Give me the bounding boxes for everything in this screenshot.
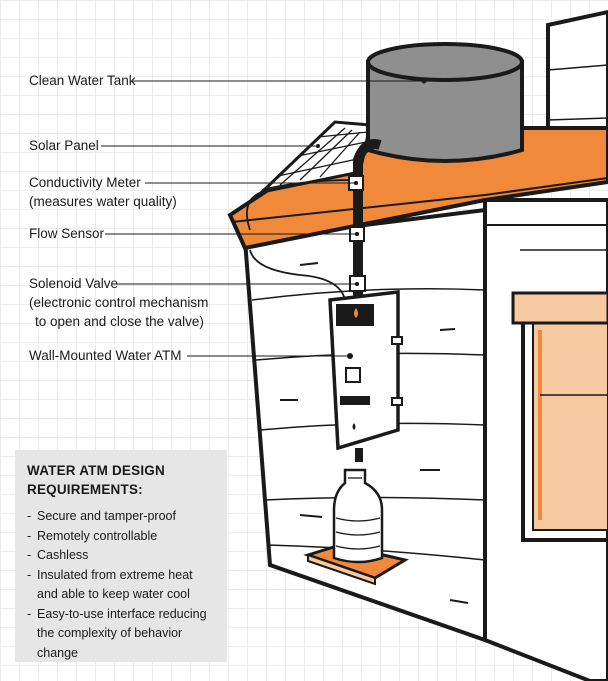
water-bottle [332,468,384,564]
window [511,291,608,542]
conductivity-meter-title: Conductivity Meter [29,175,141,190]
solenoid-valve-title: Solenoid Valve [29,276,119,291]
requirement-text-continued: and able to keep water cool [37,587,190,601]
label-clean-water-tank: Clean Water Tank [29,73,136,88]
requirements-list: Secure and tamper-proof Remotely control… [27,507,217,663]
requirement-item: Secure and tamper-proof [27,507,217,527]
solenoid-valve-note-2: to open and close the valve) [35,314,204,329]
clean-water-tank [366,42,524,163]
water-pipe [353,139,382,300]
requirement-item: Remotely controllable [27,527,217,547]
water-atm [328,290,403,462]
requirements-title-line-2: REQUIREMENTS: [27,482,143,497]
requirement-text: Remotely controllable [37,528,158,543]
requirement-item: Easy-to-use interface reducing the compl… [27,605,217,664]
conductivity-meter-note: (measures water quality) [29,194,177,209]
label-solenoid-valve: Solenoid Valve (electronic control mecha… [29,274,208,331]
label-solar-panel: Solar Panel [29,138,99,153]
requirements-title: WATER ATM DESIGN REQUIREMENTS: [27,461,217,499]
label-conductivity-meter: Conductivity Meter (measures water quali… [29,173,177,211]
leader-lines [101,80,424,357]
requirement-text: Easy-to-use interface reducing [37,606,207,621]
requirement-text: Secure and tamper-proof [37,509,176,523]
requirements-panel: WATER ATM DESIGN REQUIREMENTS: Secure an… [15,450,227,662]
requirements-title-line-1: WATER ATM DESIGN [27,463,165,478]
requirement-text-continued: the complexity of behavior change [37,626,183,660]
label-water-atm: Wall-Mounted Water ATM [29,348,182,363]
requirement-text: Cashless [37,548,89,562]
requirement-item: Cashless [27,546,217,566]
solenoid-valve-note-1: (electronic control mechanism [29,295,209,310]
requirement-item: Insulated from extreme heat and able to … [27,566,217,605]
leader-dots [316,79,426,358]
requirement-text: Insulated from extreme heat [37,567,193,582]
label-flow-sensor: Flow Sensor [29,226,105,241]
